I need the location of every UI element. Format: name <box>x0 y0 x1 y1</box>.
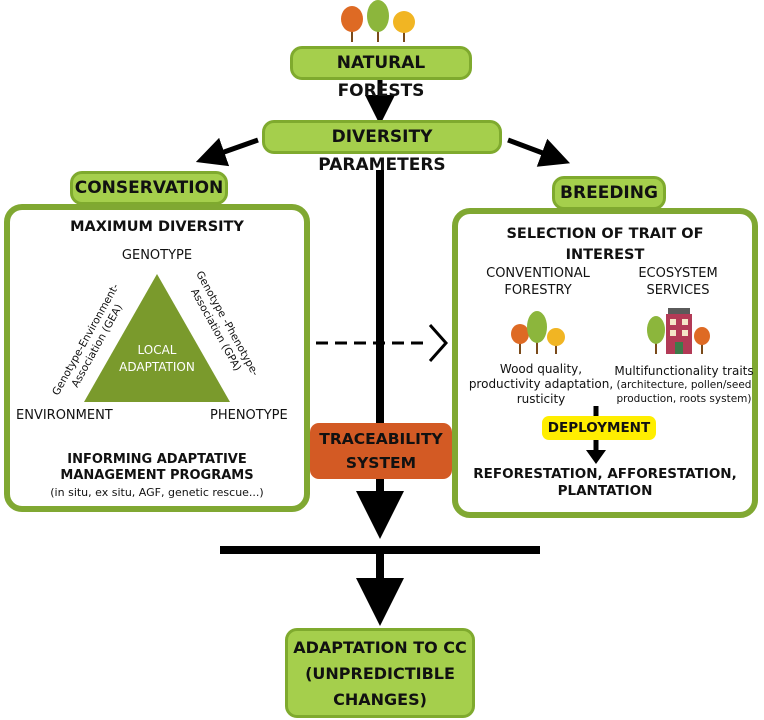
dashed-arrow-head <box>428 324 449 362</box>
adaptation-line1: ADAPTATION TO CC <box>293 638 467 657</box>
traceability-system-box: TRACEABILITY SYSTEM <box>310 423 452 479</box>
selection-line1: SELECTION OF TRAIT OF <box>506 226 704 242</box>
selection-trait-heading: SELECTION OF TRAIT OF INTEREST <box>458 224 752 266</box>
natural-forests-box: NATURAL FORESTS <box>290 46 472 101</box>
breeding-panel <box>452 208 758 518</box>
selection-line2: INTEREST <box>565 247 645 263</box>
reforestation-line1: REFORESTATION, AFFORESTATION, <box>473 466 737 482</box>
informing-line1: INFORMING ADAPTATIVE <box>67 452 247 467</box>
multi-line1: Multifunctionality traits <box>614 364 754 378</box>
local-adaptation-line1: LOCAL <box>137 343 177 357</box>
diversity-parameters-label: DIVERSITY PARAMETERS <box>318 127 446 175</box>
wood-line2: productivity adaptation, <box>468 377 614 391</box>
multi-line3: production, roots system) <box>616 393 752 405</box>
arrow-diversity-to-conservation <box>195 137 259 167</box>
deployment-box: DEPLOYMENT <box>542 416 656 440</box>
genotype-label: GENOTYPE <box>121 248 193 263</box>
breeding-title-box: BREEDING <box>552 176 666 210</box>
ecosystem-line1: ECOSYSTEM <box>638 266 718 281</box>
adaptation-to-cc-box: ADAPTATION TO CC (UNPREDICTIBLE CHANGES) <box>285 628 475 718</box>
environment-label: ENVIRONMENT <box>16 408 113 423</box>
wood-line3: rusticity <box>516 392 566 406</box>
reforestation-text: REFORESTATION, AFFORESTATION, PLANTATION <box>458 466 752 500</box>
adaptation-triangle <box>84 274 230 402</box>
ecosystem-line2: SERVICES <box>646 283 710 298</box>
phenotype-label: PHENOTYPE <box>210 408 288 423</box>
local-adaptation-label: LOCAL ADAPTATION <box>110 342 204 376</box>
adaptation-line3: CHANGES) <box>333 690 427 709</box>
conservation-title-box: CONSERVATION <box>70 171 228 205</box>
programs-list: (in situ, ex situ, AGF, genetic rescue..… <box>50 486 264 499</box>
multifunctionality-text: Multifunctionality traits (architecture,… <box>612 364 756 406</box>
maximum-diversity-heading: MAXIMUM DIVERSITY <box>70 219 244 235</box>
traceability-line2: SYSTEM <box>345 454 417 472</box>
conventional-line2: FORESTRY <box>504 283 572 298</box>
arrow-diversity-to-breeding <box>507 137 571 167</box>
traceability-line1: TRACEABILITY <box>319 430 443 448</box>
natural-forests-label: NATURAL FORESTS <box>336 53 426 101</box>
diversity-parameters-box: DIVERSITY PARAMETERS <box>262 120 502 175</box>
conservation-title: CONSERVATION <box>74 178 224 198</box>
wood-line1: Wood quality, <box>499 362 583 376</box>
informing-line2: MANAGEMENT PROGRAMS <box>60 468 254 483</box>
tree-group-small-icon <box>511 311 565 354</box>
multi-line2: (architecture, pollen/seed <box>616 379 752 391</box>
ecosystem-services-label: ECOSYSTEM SERVICES <box>616 265 740 299</box>
conventional-line1: CONVENTIONAL <box>486 266 590 281</box>
adaptation-line2: (UNPREDICTIBLE <box>305 664 455 683</box>
house-with-trees-icon <box>647 308 710 354</box>
tree-group-icon <box>341 0 415 42</box>
conventional-forestry-label: CONVENTIONAL FORESTRY <box>470 265 606 299</box>
wood-quality-text: Wood quality, productivity adaptation, r… <box>462 362 620 407</box>
breeding-title: BREEDING <box>560 183 658 203</box>
reforestation-line2: PLANTATION <box>557 483 653 499</box>
local-adaptation-line2: ADAPTATION <box>119 360 195 374</box>
informing-programs-heading: INFORMING ADAPTATIVE MANAGEMENT PROGRAMS <box>10 452 304 484</box>
